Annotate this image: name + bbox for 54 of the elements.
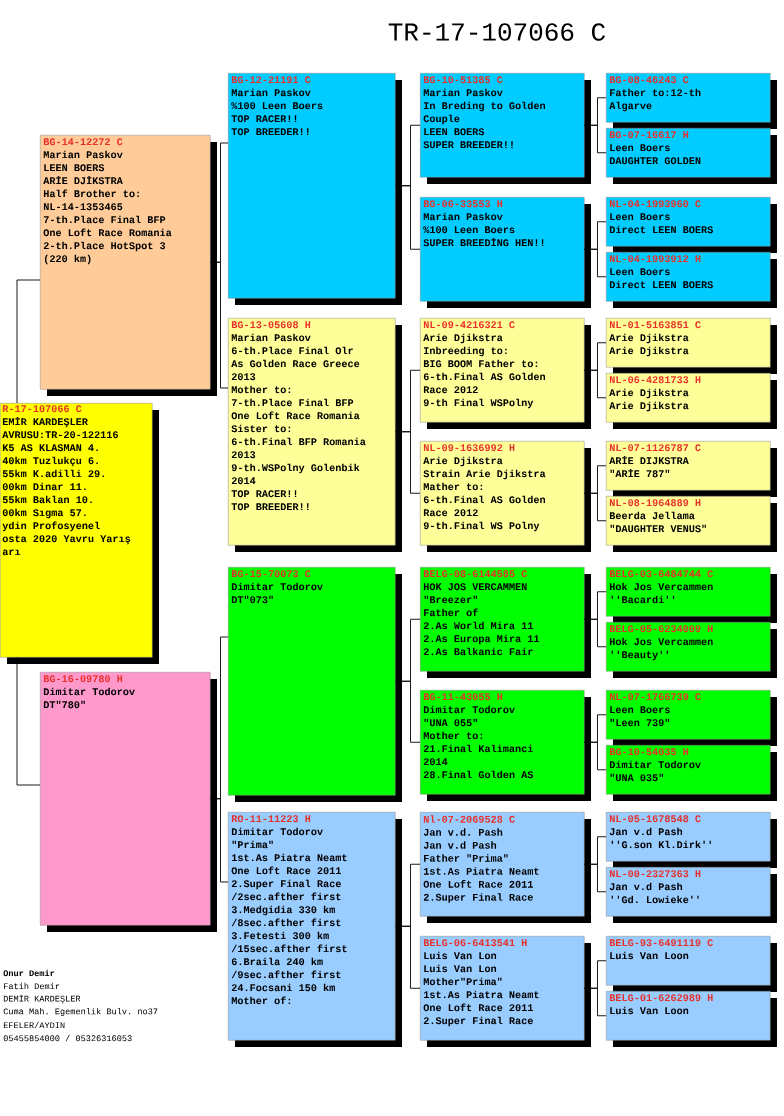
pedigree-card: BG-15-70073 C Dimitar Todorov DT"073" <box>228 567 402 802</box>
contact-text: EFELER/AYDIN <box>3 1021 65 1029</box>
pedigree-card: R-17-107066 C EMİR KARDEŞLER AVRUSU:TR-20-122116 K5 AS KLASMAN 4. 40km Tuzlukçu 6. 55km K.adilli 29. 00km Dinar 11. 55km Baklan 10. 00km Sıgma 57. ydin Profosyenel osta 2020 Yavru Yarış arı <box>0 403 159 664</box>
pedigree-card: BELG-93-6491119 C Luis Van Loon <box>606 936 777 992</box>
contact-text: Onur Demir <box>3 969 55 977</box>
pedigree-card: NL-08-1964889 H Beerda Jellama "DAUGHTER VENUS" <box>606 496 777 552</box>
connector-line <box>584 618 607 648</box>
pedigree-card: BG-10-51385 C Marian Paskov In Breding to Golden Couple LEEN BOERS SUPER BREEDER!! <box>420 73 591 184</box>
pedigree-card: BG-16-09780 H Dimitar Todorov DT"780" <box>40 672 217 932</box>
connector-line <box>584 124 607 154</box>
pedigree-card: BG-12-21191 C Marian Paskov %100 Leen Boers TOP RACER!! TOP BREEDER!! <box>228 73 402 305</box>
pedigree-card: RO-11-11223 H Dimitar Todorov "Prima" 1st.As Piatra Neamt One Loft Race 2011 2.Super Final Race /2sec.afther first 3.Medgidia 330 km /8sec.afther first 3.Fetesti 300 km /15sec.afther first 6.Braila 240 km /9sec.afther first 24.Focsani 150 km Mother of: <box>228 812 402 1047</box>
pedigree-card: NL-07-1126787 C ARİE DIJKSTRA "ARİE 787" <box>606 441 777 497</box>
pedigree-card: NL-09-1636992 H Arie Djikstra Strain Arie Djikstra Mather to: 6-th.Final AS Golden Race 2012 9-th.Final WS Polny <box>420 441 591 552</box>
contact-text: DEMİR KARDEŞLER <box>3 994 81 1004</box>
connector-line <box>584 863 607 893</box>
contact-text: Cuma Mah. Egemenlik Bulv. no37 <box>3 1008 158 1016</box>
pedigree-card: NL-00-2327363 H Jan v.d Pash ''Gd. Lowieke'' <box>606 867 777 923</box>
connector-line <box>395 185 421 250</box>
pedigree-card: NL-09-4216321 C Arie Djikstra Inbreeding to: BIG BOOM Father to: 6-th.Final AS Golden Race 2012 9-th Final WSPolny <box>420 318 591 429</box>
pedigree-card: BG-06-33553 H Marian Paskov %100 Leen Boers SUPER BREEDİNG HEN!! <box>420 197 591 308</box>
pedigree-card: BG-13-05608 H Marian Paskov 6-th.Place Final Olr As Golden Race Greece 2013 Mother to: 7-th.Place Final BFP One Loft Race Romania Sister to: 6-th.Final BFP Romania 2013 9-th.WSPolny Golenbik 2014 TOP RACER!! TOP BREEDER!! <box>228 318 402 552</box>
connector-line <box>210 261 229 389</box>
pedigree-card: NL-04-1993960 C Leen Boers Direct LEEN BOERS <box>606 197 777 253</box>
pedigree-card: BG-11-43055 H Dimitar Todorov "UNA 055" Mother to: 21.Final Kalimanci 2014 28.Final Golden AS <box>420 690 591 801</box>
connector-line <box>210 798 229 883</box>
connector-line <box>584 369 607 399</box>
pedigree-card: NL-01-5163851 C Arie Djikstra Arie Djikstra <box>606 318 777 374</box>
pedigree-card: BG-08-46243 C Father to:12-th Algarve <box>606 73 777 129</box>
pedigree-card: NL-06-4281733 H Arie Djikstra Arie Djikstra <box>606 373 777 429</box>
pedigree-card: BELG-08-6144585 C HOK JOS VERCAMMEN "Breezer" Father of 2.As World Mira 11 2.As Europa Mira 11 2.As Balkanic Fair <box>420 567 591 678</box>
connector-line <box>584 987 607 1017</box>
connector-line <box>584 741 607 771</box>
pedigree-card: BELG-01-6262989 H Luis Van Loon <box>606 991 777 1047</box>
pedigree-card: Nl-07-2069528 C Jan v.d. Pash Jan v.d Pash Father "Prima" 1st.As Piatra Neamt One Loft Race 2011 2.Super Final Race <box>420 812 591 923</box>
pedigree-card: BELG-05-6234009 H Hok Jos Vercammen ''Beauty'' <box>606 622 777 678</box>
pedigree-card: NL-07-1766739 C Leen Boers "Leen 739" <box>606 690 777 746</box>
pedigree-card: BG-10-54035 H Dimitar Todorov "UNA 035" <box>606 745 777 801</box>
pedigree-card: NL-05-1678548 C Jan v.d Pash ''G.son Kl.Dirk'' <box>606 812 777 868</box>
connector-line <box>16 279 41 404</box>
pedigree-card: BG-07-16617 H Leen Boers DAUGHTER GOLDEN <box>606 128 777 184</box>
pedigree-card: BELG-06-6413541 H Luis Van Lon Luis Van Lon Mother"Prima" 1st.As Piatra Neamt One Loft Race 2011 2.Super Final Race <box>420 936 591 1047</box>
pedigree-card: NL-04-1993912 H Leen Boers Direct LEEN BOERS <box>606 252 777 308</box>
contact-text: Fatih Demir <box>4 982 60 990</box>
connector-line <box>395 680 421 743</box>
connector-line <box>395 925 421 989</box>
connector-line <box>584 248 607 278</box>
connector-line <box>16 657 41 786</box>
pedigree-title: TR-17-107066 C <box>388 23 606 41</box>
pedigree-card: BG-14-12272 C Marian Paskov LEEN BOERS ARİE DJİKSTRA Half Brother to: NL-14-1353465 7-th.Place Final BFP One Loft Race Romania 2-th.Place HotSpot 3 (220 km) <box>40 135 217 396</box>
contact-text: 05455854000 / 05326316053 <box>3 1034 132 1042</box>
pedigree-card: BELG-03-6484744 C Hok Jos Vercammen ''Bacardi'' <box>606 567 777 623</box>
connector-line <box>395 431 421 494</box>
connector-line <box>584 492 607 522</box>
